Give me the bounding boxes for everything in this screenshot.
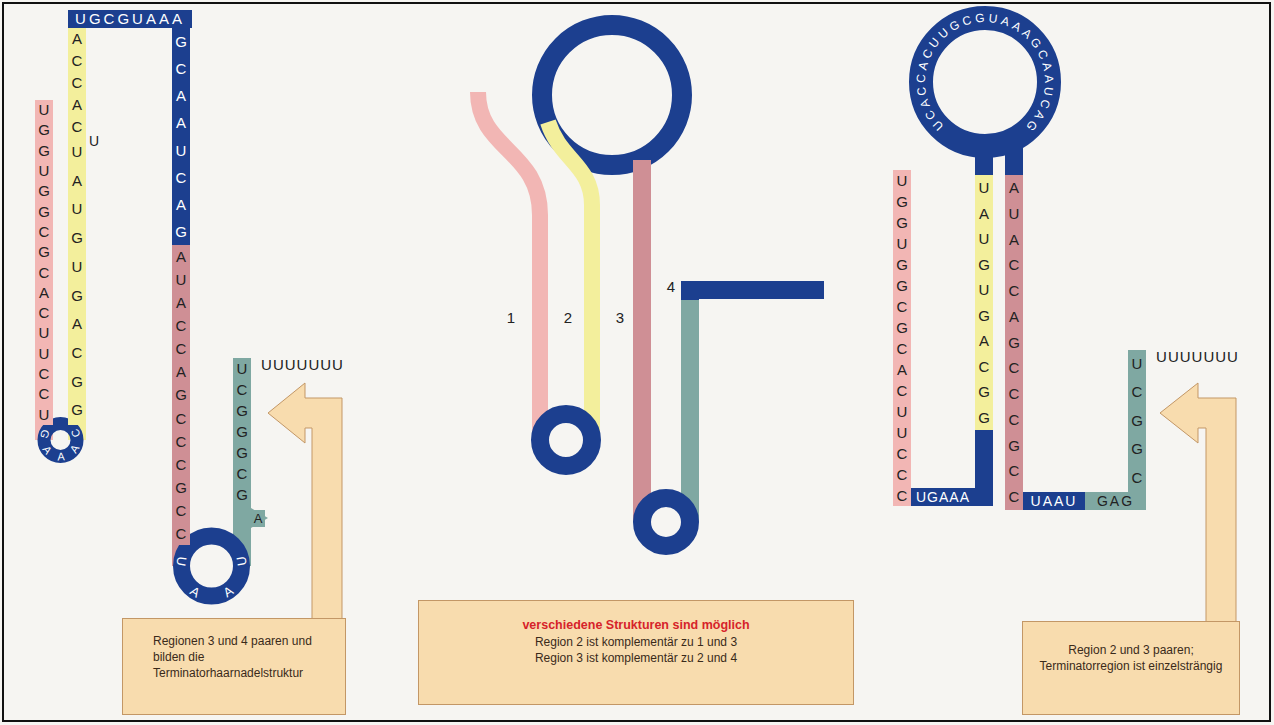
sequence-band: UCGGC bbox=[1128, 350, 1146, 492]
band-extension bbox=[975, 140, 993, 176]
callout-arrow bbox=[1160, 383, 1236, 622]
callout-box: Regionen 3 und 4 paaren und bilden die T… bbox=[122, 618, 346, 715]
sequence-band: A bbox=[251, 510, 265, 527]
sequence-band: UCGGGCG bbox=[233, 358, 251, 505]
callout-arrow bbox=[268, 383, 342, 620]
loop-ring bbox=[642, 498, 690, 546]
sequence-band: GAG bbox=[1085, 492, 1146, 510]
region-band bbox=[548, 122, 592, 440]
callout-text: Regionen 3 und 4 paaren und bilden die T… bbox=[153, 633, 333, 682]
band-extension bbox=[1005, 140, 1023, 176]
sequence-band: UGGUGGCGCACUUCCC bbox=[893, 170, 911, 506]
sequence-band: AUACCAGCCCGCC bbox=[172, 245, 190, 545]
callout-box: Region 2 und 3 paaren; Terminatorregion … bbox=[1022, 621, 1240, 715]
callout-text: Region 2 und 3 paaren; Terminatorregion … bbox=[1037, 642, 1225, 674]
sequence-text: U bbox=[87, 132, 101, 150]
region-band bbox=[681, 298, 699, 522]
sequence-band: UAAU bbox=[1023, 492, 1085, 510]
sequence-band: AUACCAGCCCGCC bbox=[1005, 175, 1023, 510]
frame bbox=[3, 3, 1270, 721]
loop-sequence: UCACCACUUGCGUAAAGCAAUCAG bbox=[914, 11, 1056, 134]
loop-ring bbox=[182, 536, 242, 596]
region-band bbox=[633, 160, 651, 522]
text-guide bbox=[182, 536, 242, 596]
band-extension bbox=[975, 428, 993, 506]
loop-ring bbox=[540, 414, 592, 466]
region-band bbox=[478, 92, 540, 440]
sequence-band: UAUGUGACGG bbox=[975, 175, 993, 430]
sequence-band: UGGUGGCGCACUUCCU bbox=[35, 100, 53, 425]
sequence-text: UUUUUUU bbox=[1150, 348, 1245, 366]
region-band bbox=[690, 290, 824, 300]
loop-sequence: UAAU bbox=[174, 555, 250, 600]
sequence-text: UUUUUUU bbox=[255, 356, 350, 374]
sequence-band: UGAAA bbox=[911, 488, 975, 506]
region-number: 1 bbox=[503, 309, 519, 327]
callout-heading: verschiedene Strukturen sind möglich bbox=[433, 617, 839, 634]
callout-box: verschiedene Strukturen sind möglichRegi… bbox=[418, 600, 854, 705]
callout-text: Region 3 ist komplementär zu 2 und 4 bbox=[433, 650, 839, 666]
callout-text: Region 2 ist komplementär zu 1 und 3 bbox=[433, 634, 839, 650]
loop-sequence: GAAAC bbox=[38, 427, 83, 462]
region-number: 2 bbox=[560, 309, 576, 327]
sequence-band: GCAAUCAG bbox=[172, 28, 190, 245]
sequence-band: UAUGUGACGG bbox=[68, 138, 86, 425]
sequence-band: UGCGUAAA bbox=[68, 10, 192, 28]
bulge-mark bbox=[251, 508, 268, 528]
region-number: 3 bbox=[612, 309, 628, 327]
region-number: 4 bbox=[663, 278, 679, 296]
sequence-band: ACCAC bbox=[68, 28, 86, 138]
